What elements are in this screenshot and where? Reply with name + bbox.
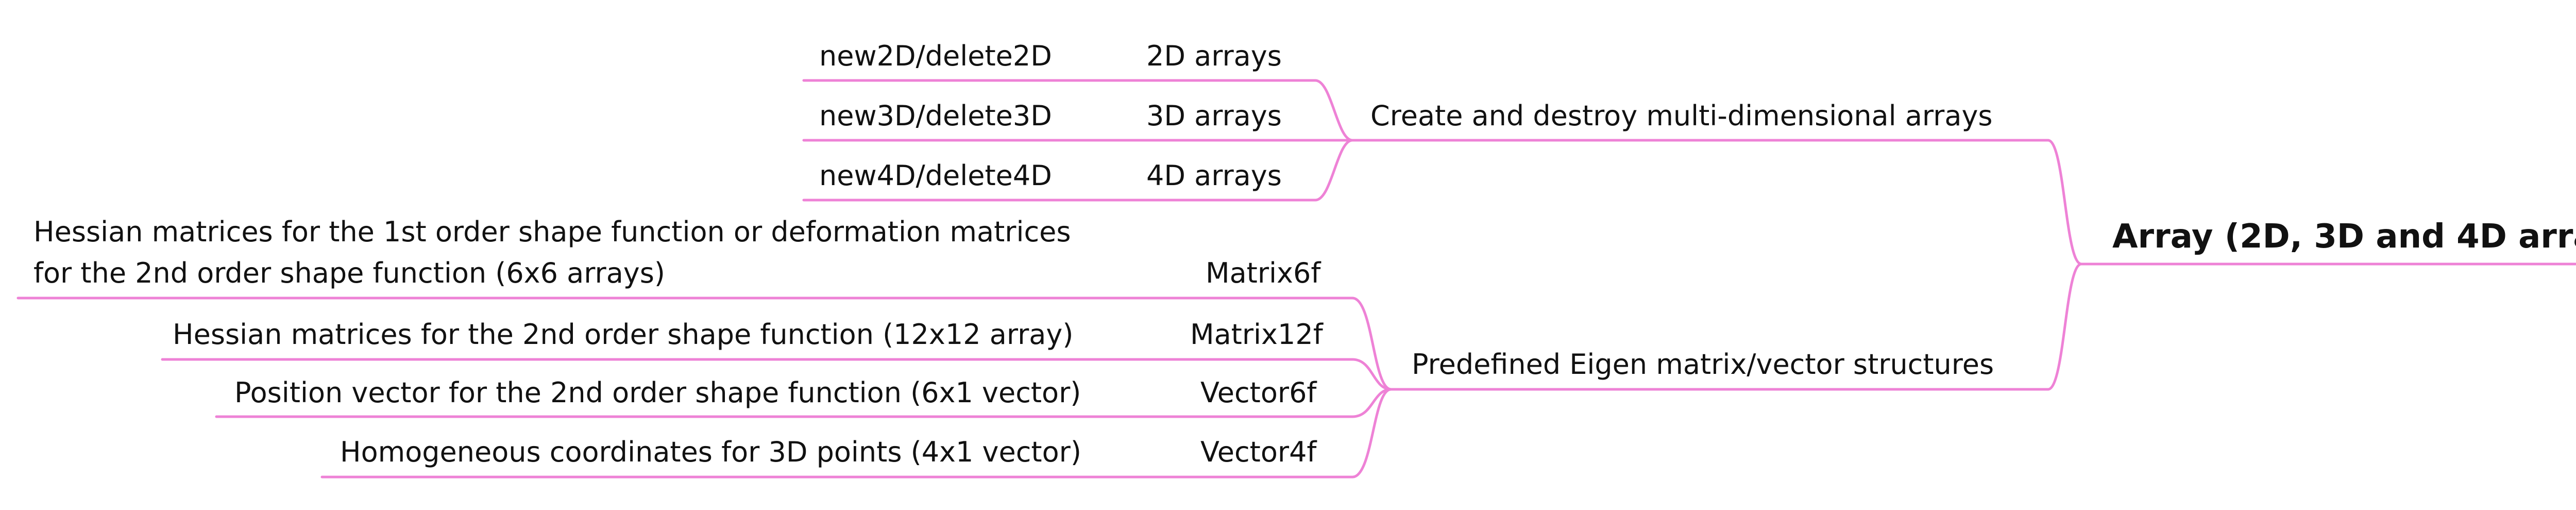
eigen-to-matrix6f-connector	[1351, 297, 1393, 391]
leaf-2d-desc: 2D arrays	[1146, 40, 1282, 72]
leaf-matrix6f-desc-line2: for the 2nd order shape function (6x6 ar…	[33, 257, 665, 289]
leaf-matrix6f-desc-line1: Hessian matrices for the 1st order shape…	[33, 216, 1071, 248]
eigen-to-matrix12f-connector	[1351, 358, 1393, 391]
leaf-matrix12f-desc: Hessian matrices for the 2nd order shape…	[173, 318, 1073, 351]
leaf-vector4f-desc: Homogeneous coordinates for 3D points (4…	[340, 436, 1081, 468]
leaf-matrix12f-name: Matrix12f	[1190, 318, 1324, 351]
eigen-to-vector6f-connector	[1351, 388, 1393, 418]
root-to-eigen-branch-connector	[2046, 262, 2083, 391]
leaf-3d-name: new3D/delete3D	[819, 100, 1052, 132]
leaf-matrix6f-name: Matrix6f	[1206, 257, 1321, 289]
leaf-2d-name: new2D/delete2D	[819, 40, 1052, 72]
create-to-4d-connector	[1314, 139, 1354, 202]
leaf-4d-name: new4D/delete4D	[819, 159, 1052, 192]
branch-create-label: Create and destroy multi-dimensional arr…	[1370, 100, 1993, 132]
branch-eigen-label: Predefined Eigen matrix/vector structure…	[1412, 348, 1994, 381]
root-node-label: Array (2D, 3D and 4D arrays)	[2112, 218, 2576, 256]
connector-lines	[16, 79, 2576, 479]
create-to-2d-connector	[1314, 79, 1354, 142]
leaf-4d-desc: 4D arrays	[1146, 159, 1282, 192]
eigen-to-vector4f-connector	[1351, 388, 1393, 479]
leaf-vector6f-desc: Position vector for the 2nd order shape …	[234, 376, 1081, 409]
root-to-create-branch-connector	[2046, 139, 2083, 266]
leaf-vector4f-name: Vector4f	[1200, 436, 1317, 468]
leaf-vector6f-name: Vector6f	[1200, 376, 1317, 409]
leaf-3d-desc: 3D arrays	[1146, 100, 1282, 132]
